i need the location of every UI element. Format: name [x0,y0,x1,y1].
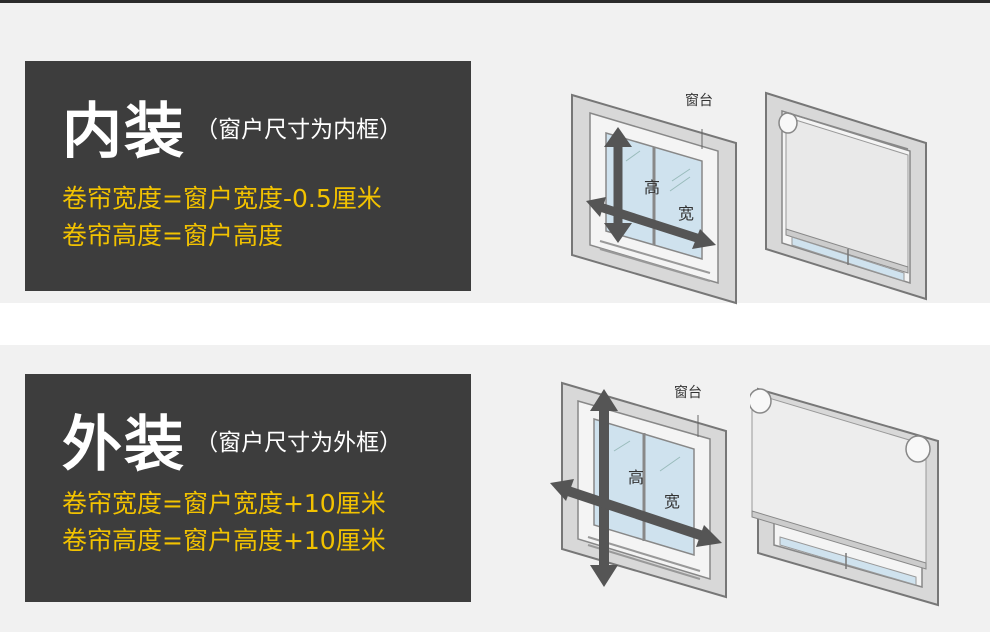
outer-title: 外装 [62,410,186,480]
outer-height-formula: 卷帘高度=窗户高度+10厘米 [62,526,386,555]
top-divider [0,0,990,3]
inner-width-formula: 卷帘宽度=窗户宽度-0.5厘米 [62,184,382,213]
window-measure-outer-illustration: 高 宽 窗台 [548,375,738,605]
outer-mount-panel: 外装 （窗户尺寸为外框） 卷帘宽度=窗户宽度+10厘米 卷帘高度=窗户高度+10… [25,374,471,602]
outer-height-label: 高 [628,468,644,487]
outer-mount-section: 外装 （窗户尺寸为外框） 卷帘宽度=窗户宽度+10厘米 卷帘高度=窗户高度+10… [0,345,990,632]
window-blind-outer-illustration [750,379,942,609]
outer-title-row: 外装 （窗户尺寸为外框） [62,396,402,483]
inner-title: 内装 [62,97,186,167]
inner-mount-section: 内装 （窗户尺寸为内框） 卷帘宽度=窗户宽度-0.5厘米 卷帘高度=窗户高度 [0,3,990,306]
outer-sill-label: 窗台 [674,384,702,401]
inner-mount-panel: 内装 （窗户尺寸为内框） 卷帘宽度=窗户宽度-0.5厘米 卷帘高度=窗户高度 [25,61,471,291]
outer-subtitle: （窗户尺寸为外框） [195,429,403,456]
inner-height-label: 高 [644,178,660,197]
outer-width-label: 宽 [664,492,680,511]
window-measure-inner-illustration: 高 宽 窗台 [560,81,750,306]
outer-width-formula: 卷帘宽度=窗户宽度+10厘米 [62,489,386,518]
inner-height-formula: 卷帘高度=窗户高度 [62,221,283,250]
inner-width-label: 宽 [678,204,694,223]
inner-title-row: 内装 （窗户尺寸为内框） [62,83,402,170]
window-blind-inner-illustration [762,89,932,304]
inner-sill-label: 窗台 [685,92,713,109]
inner-subtitle: （窗户尺寸为内框） [195,116,403,143]
